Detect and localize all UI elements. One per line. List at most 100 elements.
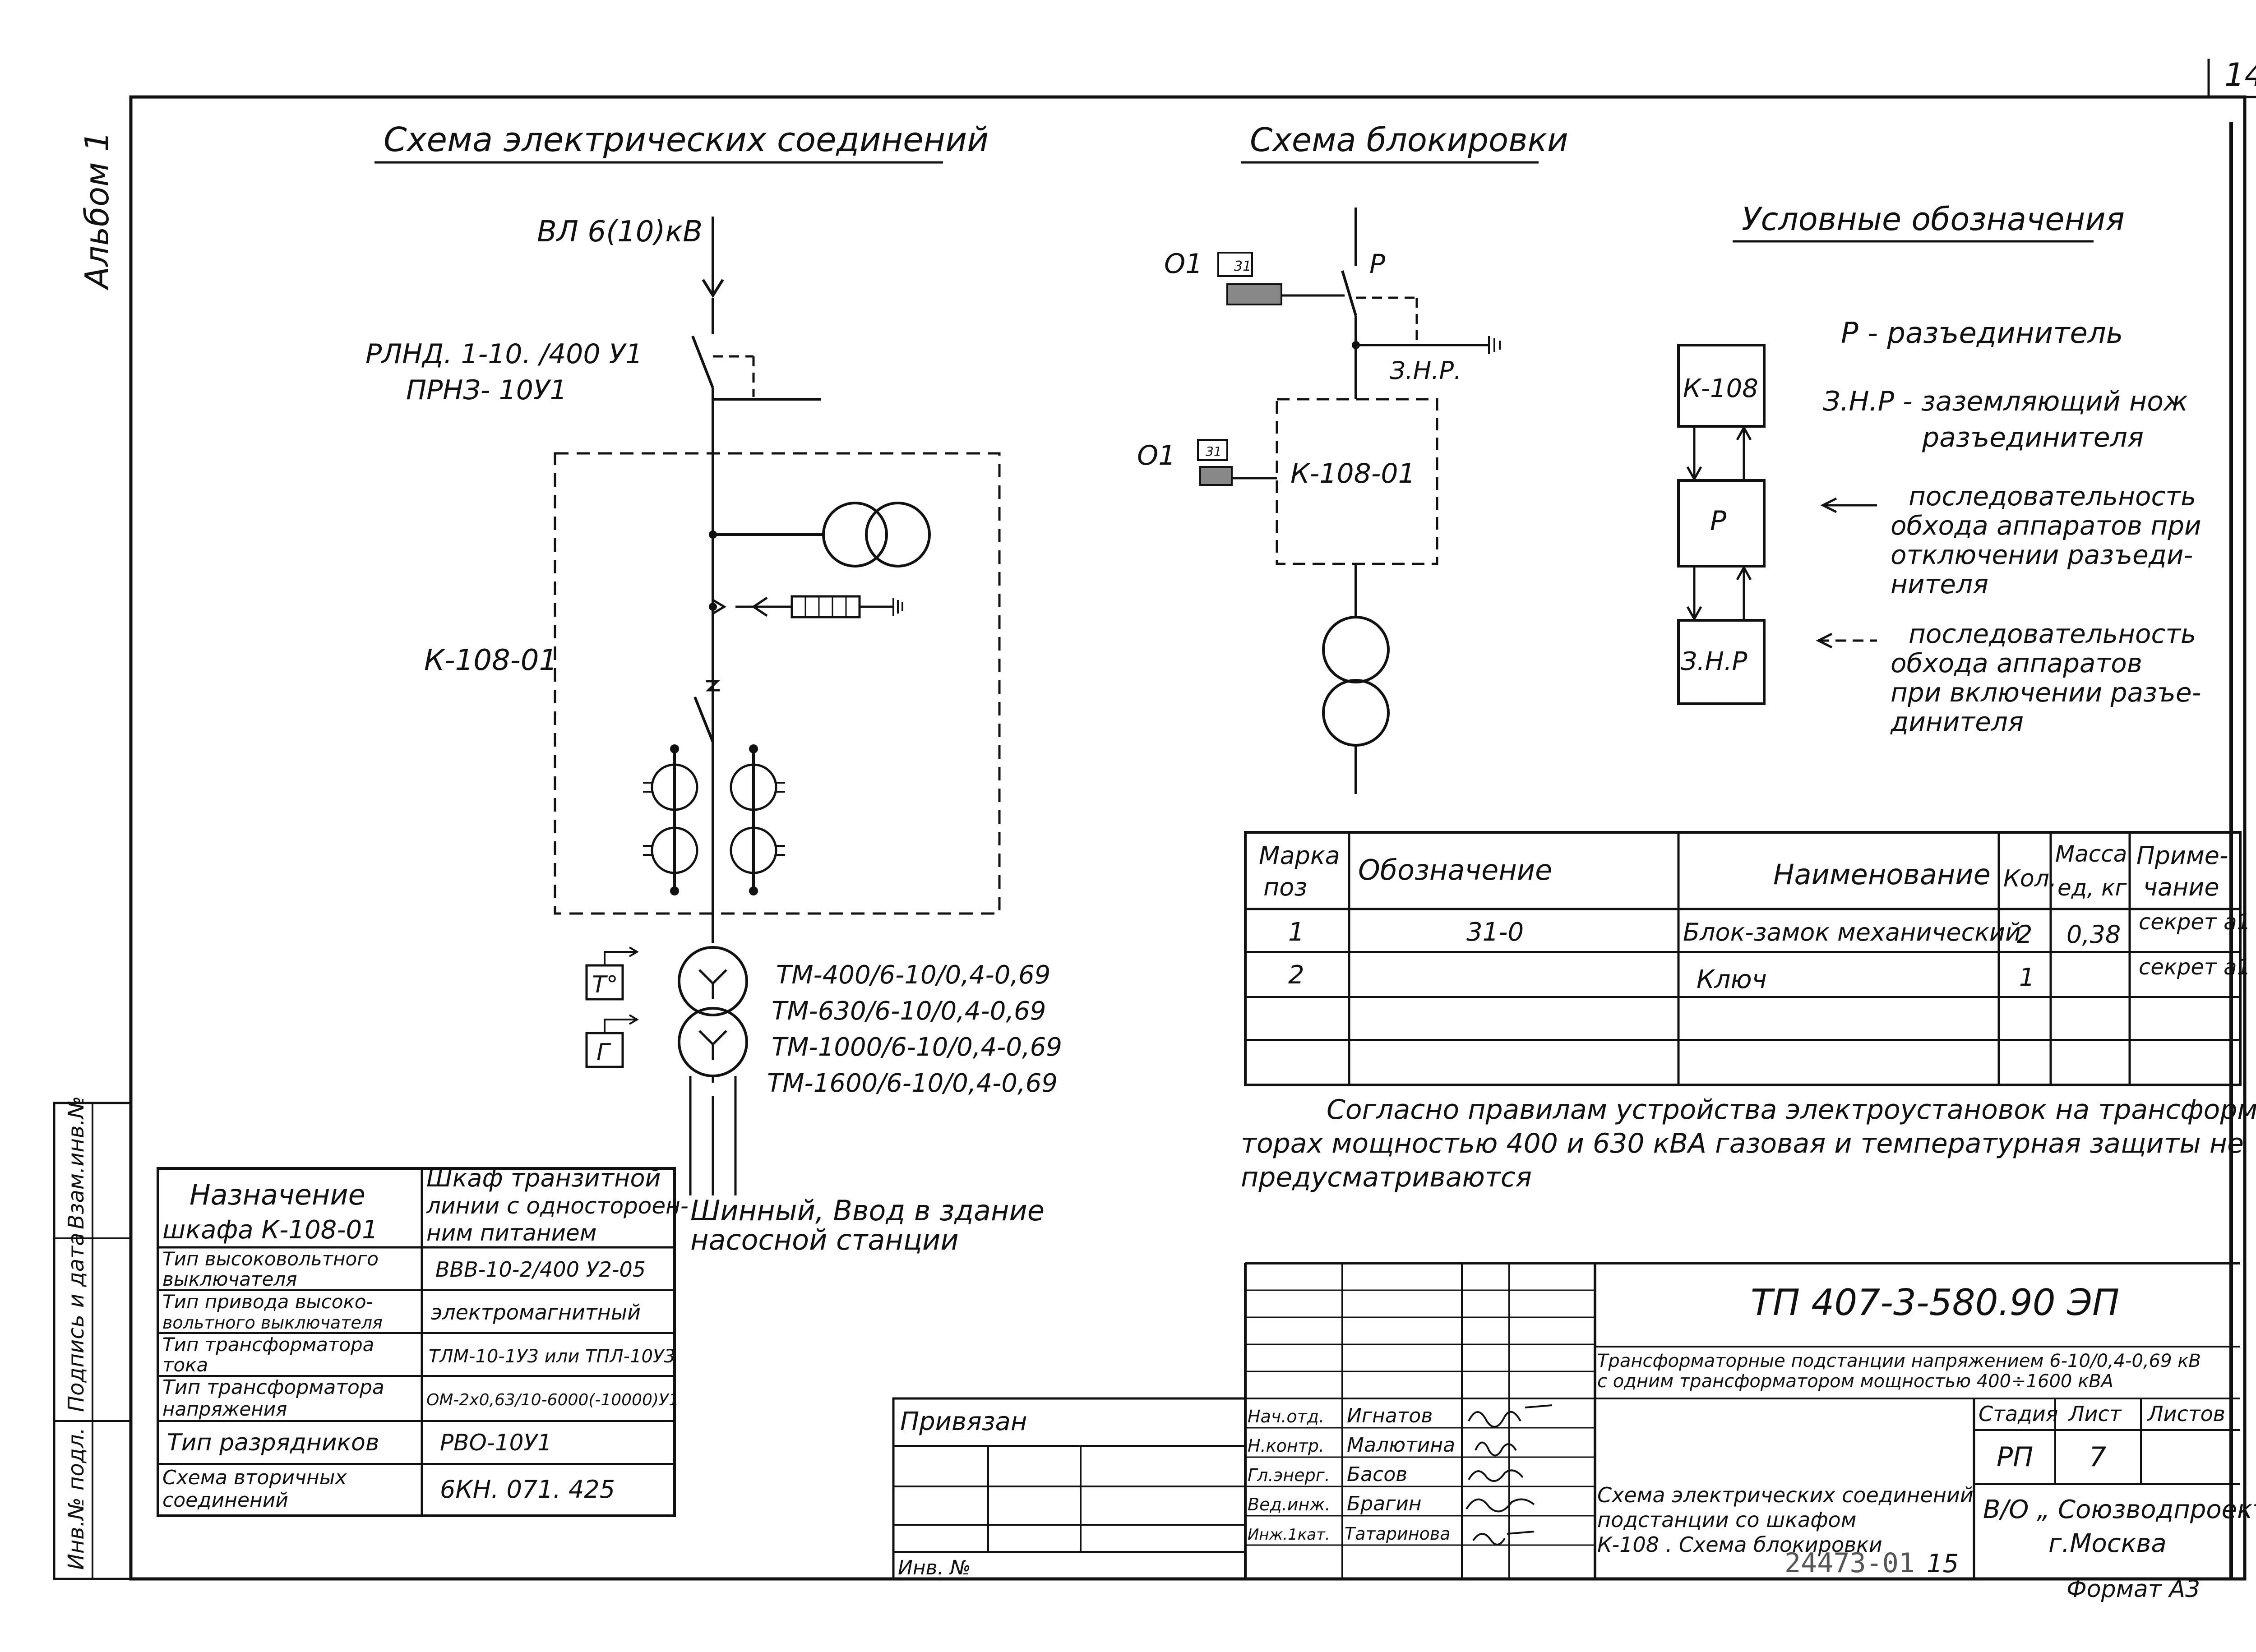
stamp-vzam-inv: Взам.инв.№: [64, 1096, 89, 1229]
format-label: Формат А3: [2066, 1576, 2200, 1603]
cab-r6-param-1: Схема вторичных: [162, 1466, 347, 1489]
spec-r2-qty: 1: [2019, 963, 2034, 992]
lock-key-icon: [1217, 252, 1253, 277]
legend: Р - разъединитель З.Н.Р - заземляющий но…: [1677, 317, 2201, 737]
spec-h-mass-2: ед, кг: [2057, 875, 2127, 901]
lock-code-2: 31: [1206, 444, 1222, 459]
side-stamp: Инв.№ подл. Подпись и дата Взам.инв.№: [53, 1096, 132, 1580]
sheet-value: 7: [2089, 1441, 2106, 1473]
note-line-1: Согласно правилам устройства электроуста…: [1327, 1094, 2256, 1126]
cab-r2-param-2: вольтного выключателя: [162, 1313, 383, 1333]
archive-sub: 15: [1927, 1549, 1959, 1578]
spec-h-note-1: Приме-: [2136, 841, 2228, 870]
power-transformer-primary: [678, 946, 748, 1016]
cab-r4-value: ОМ-2х0,63/10-6000(-10000)У1: [426, 1391, 679, 1409]
spec-r1-name: Блок-замок механический: [1683, 918, 2021, 946]
spec-h-name: Наименование: [1773, 858, 1991, 891]
spec-r1-qty: 2: [2017, 920, 2032, 949]
legend-znr-def-1: З.Н.Р - заземляющий нож: [1823, 386, 2188, 417]
legend-znr-def-2: разъединителя: [1922, 422, 2144, 453]
cab-r2-param-1: Тип привода высоко-: [162, 1291, 373, 1313]
cab-r1-param-1: Тип высоковольтного: [162, 1248, 379, 1270]
electrical-scheme: ВЛ 6(10)кВ РЛНД. 1-10. /400 У1 ПРНЗ- 10У…: [365, 215, 1062, 1256]
staff-role-5: Инж.1кат.: [1248, 1526, 1330, 1544]
interlock-znr-label: З.Н.Р.: [1390, 356, 1461, 385]
seq-on-1: последовательность: [1909, 618, 2196, 649]
sheets-header: Листов: [2147, 1402, 2225, 1426]
staff-role-2: Н.контр.: [1248, 1436, 1324, 1456]
temperature-relay-label: Т°: [592, 971, 618, 998]
legend-p-def: Р - разъединитель: [1841, 317, 2123, 350]
seq-off-4: нителя: [1891, 569, 1988, 600]
spec-r2-name: Ключ: [1697, 965, 1767, 994]
spec-r1-oboz: 31-0: [1466, 918, 1524, 947]
signature-2: [1475, 1441, 1517, 1457]
cabinet-label: К-108-01: [424, 644, 557, 677]
legend-box-p-label: Р: [1710, 505, 1727, 537]
voltage-transformer-coil: [822, 502, 888, 568]
note-line-2: торах мощностью 400 и 630 кВА газовая и …: [1241, 1128, 2244, 1159]
lock-key-icon-2: [1197, 439, 1228, 461]
cabinet-outline: [554, 452, 1001, 915]
spec-h-oboz: Обозначение: [1358, 854, 1552, 886]
spec-h-mark-2: поз: [1263, 873, 1307, 901]
cab-h-left-2: шкафа К-108-01: [162, 1215, 378, 1245]
cab-r3-value: ТЛМ-10-1У3 или ТПЛ-10У3: [429, 1346, 675, 1367]
stamp-inv-podl: Инв.№ подл.: [64, 1427, 89, 1570]
interlock-transformer-primary: [1322, 616, 1390, 683]
stage-value: РП: [1997, 1441, 2033, 1473]
transformer-type-1: ТМ-400/6-10/0,4-0,69: [776, 960, 1050, 990]
spec-r2-mark: 2: [1288, 960, 1304, 990]
doc-desc-2: с одним трансформатором мощностью 400÷16…: [1597, 1371, 2113, 1392]
legend-title: Условные обозначения: [1742, 201, 2125, 238]
signature-4: [1465, 1498, 1535, 1513]
cab-r3-param-1: Тип трансформатора: [162, 1334, 374, 1356]
staff-name-1: Игнатов: [1347, 1404, 1433, 1427]
interlock-title: Схема блокировки: [1250, 121, 1568, 159]
spec-r2-note: секрет а1: [2139, 955, 2251, 980]
title-block: ТП 407-3-580.90 ЭП Трансформаторные подс…: [892, 1262, 2256, 1580]
seq-off-2: обхода аппаратов при: [1891, 510, 2201, 541]
transformer-type-2: ТМ-630/6-10/0,4-0,69: [772, 997, 1046, 1026]
signature-5: [1472, 1531, 1535, 1546]
cab-r1-value: ВВВ-10-2/400 У2-05: [435, 1257, 646, 1282]
lock-block-icon: [1226, 283, 1282, 305]
album-label: Альбом 1: [78, 131, 116, 291]
cab-h-right-1: Шкаф транзитной: [426, 1164, 661, 1192]
cab-r6-value: 6КН. 071. 425: [440, 1475, 615, 1504]
staff-name-5: Татаринова: [1345, 1524, 1451, 1544]
seq-off-3: отключении разъеди-: [1891, 540, 2193, 570]
staff-name-3: Басов: [1347, 1463, 1407, 1486]
disconnector-blade: [691, 335, 714, 389]
spec-r1-mass: 0,38: [2066, 920, 2121, 949]
seq-on-4: динителя: [1890, 706, 2024, 737]
cab-r5-param: Тип разрядников: [167, 1429, 379, 1456]
page-number: 14: [2224, 56, 2256, 93]
cab-r4-param-2: напряжения: [162, 1398, 287, 1420]
cabinet-table: Назначение шкафа К-108-01 Шкаф транзитно…: [157, 1164, 689, 1517]
staff-role-1: Нач.отд.: [1248, 1407, 1324, 1426]
seq-on-2: обхода аппаратов: [1891, 648, 2142, 678]
cab-r6-param-2: соединений: [162, 1489, 288, 1512]
sheet-header: Лист: [2068, 1402, 2122, 1426]
seq-on-3: при включении разъе-: [1891, 677, 2201, 708]
lock-code-1: 31: [1234, 258, 1251, 274]
cab-h-left-1: Назначение: [190, 1178, 365, 1211]
cab-h-right-3: ним питанием: [426, 1220, 596, 1246]
inv-no-label: Инв. №: [898, 1556, 971, 1579]
seq-off-1: последовательность: [1909, 481, 2196, 512]
doc-code: ТП 407-3-580.90 ЭП: [1751, 1282, 2119, 1324]
cab-r3-param-2: тока: [162, 1354, 208, 1376]
legend-box-p: [1677, 479, 1766, 568]
voltage-transformer-coil: [865, 502, 931, 568]
transformer-type-4: ТМ-1600/6-10/0,4-0,69: [767, 1069, 1058, 1098]
cab-h-right-2: линии с одностороен-: [426, 1193, 689, 1219]
spec-r1-mark: 1: [1288, 918, 1304, 947]
drawing-name-1: Схема электрических соединений: [1597, 1483, 1974, 1507]
lock-label-1: О1: [1164, 248, 1202, 280]
drawing-name-2: подстанции со шкафом: [1597, 1508, 1856, 1532]
note-line-3: предусматриваются: [1241, 1162, 1532, 1193]
legend-box-k108-label: К-108: [1683, 374, 1758, 403]
staff-role-4: Вед.инж.: [1248, 1495, 1331, 1514]
archive-number: 24473-01: [1784, 1547, 1915, 1579]
